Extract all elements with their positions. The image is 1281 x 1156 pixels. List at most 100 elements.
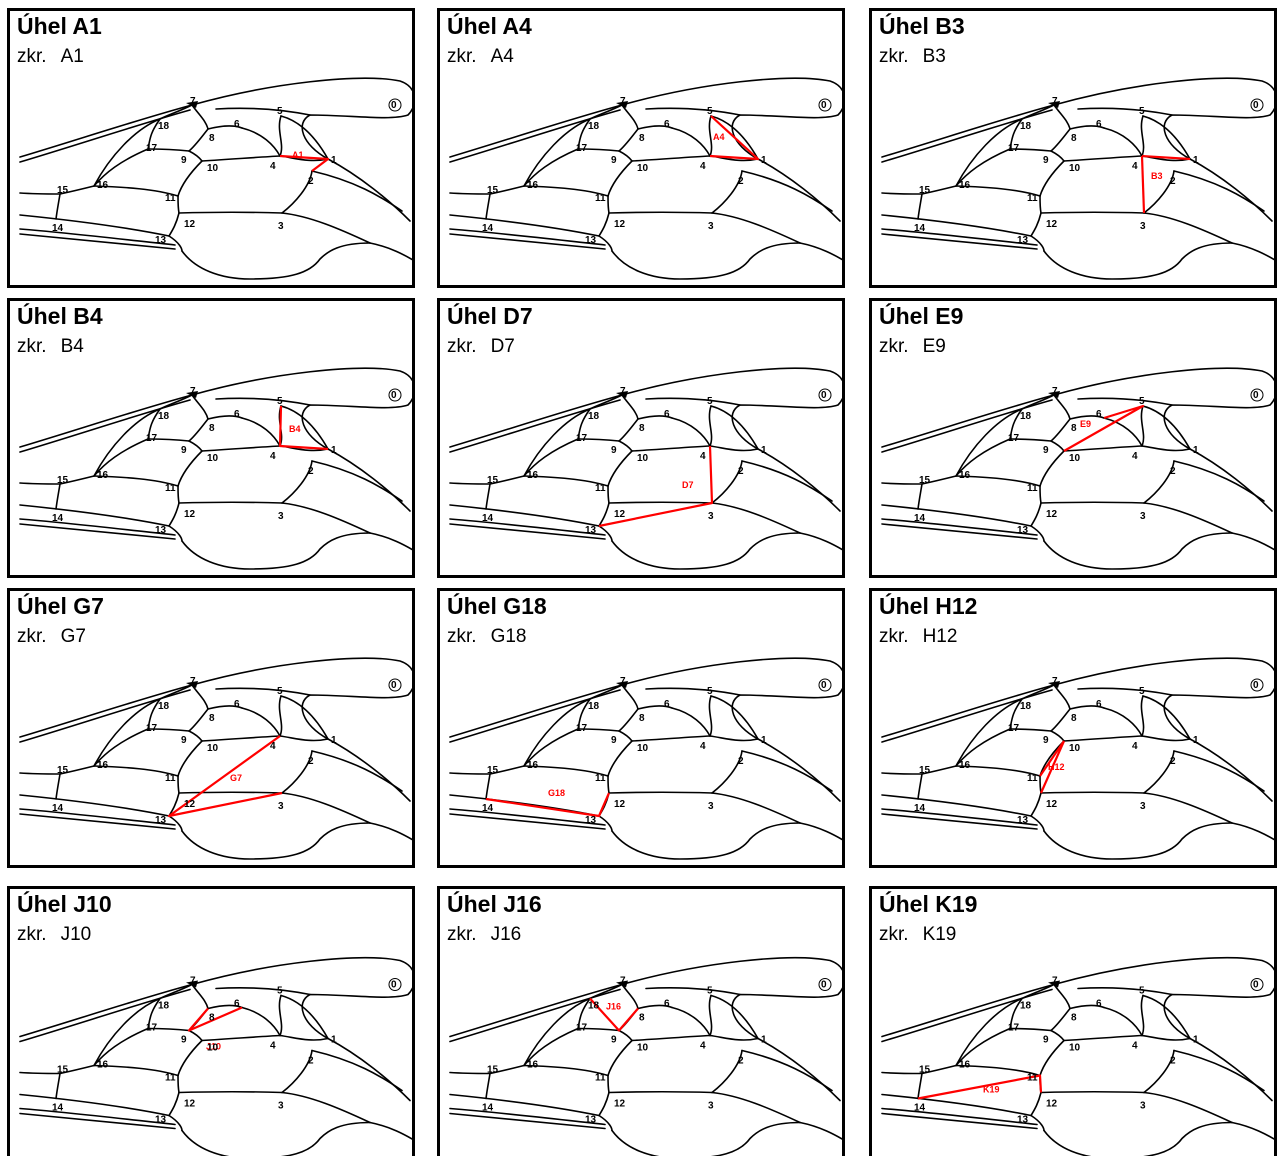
- wing-outline: [881, 77, 1274, 280]
- vertex-label-5: 5: [277, 106, 283, 117]
- angle-label: A1: [292, 150, 304, 160]
- angle-line-0: [1063, 404, 1145, 452]
- angle-label: J10: [206, 1042, 221, 1052]
- vertex-label-10: 10: [1069, 453, 1081, 464]
- angle-highlight: J16: [589, 997, 639, 1032]
- vertex-label-14: 14: [914, 513, 926, 524]
- vertex-label-3: 3: [708, 801, 714, 812]
- vertex-label-2: 2: [1170, 1056, 1176, 1067]
- vertex-label-17: 17: [146, 1023, 158, 1034]
- vertex-label-10: 10: [637, 1043, 649, 1054]
- vertex-label-4: 4: [1132, 741, 1138, 752]
- panel-abbreviation: zkr. K19: [879, 924, 956, 946]
- vertex-label-12: 12: [1046, 799, 1058, 810]
- vertex-label-7: 7: [190, 676, 196, 687]
- tip-circle-icon: [388, 388, 402, 402]
- abbr-prefix: zkr.: [879, 924, 909, 945]
- vertex-label-4: 4: [1132, 1041, 1138, 1052]
- wing-outline: [881, 957, 1274, 1156]
- vertex-label-0: 0: [1253, 680, 1259, 691]
- vertex-label-8: 8: [209, 1013, 215, 1024]
- vertex-label-17: 17: [576, 1023, 588, 1034]
- vertex-label-2: 2: [1170, 756, 1176, 767]
- panel-abbreviation: zkr.E9: [879, 336, 946, 358]
- abbr-value: H12: [922, 626, 958, 647]
- vertex-label-4: 4: [270, 161, 276, 172]
- vertex-label-16: 16: [97, 180, 109, 191]
- vertex-label-9: 9: [1043, 445, 1049, 456]
- vertex-label-11: 11: [1027, 483, 1038, 494]
- vertex-label-7: 7: [190, 976, 196, 987]
- vertex-label-8: 8: [1071, 713, 1077, 724]
- vertex-label-9: 9: [181, 155, 187, 166]
- abbr-value: K19: [922, 924, 957, 945]
- vertex-label-6: 6: [1096, 119, 1102, 130]
- vertex-label-2: 2: [738, 466, 744, 477]
- panel-title: Úhel D7: [447, 303, 533, 329]
- abbr-value: A4: [490, 46, 514, 67]
- vertex-label-4: 4: [270, 1041, 276, 1052]
- wing-outline: [449, 657, 842, 860]
- vertex-label-0: 0: [821, 390, 827, 401]
- tip-circle-icon: [1250, 388, 1264, 402]
- vertex-label-3: 3: [278, 1101, 284, 1112]
- vertex-label-17: 17: [1008, 1023, 1020, 1034]
- vertex-label-14: 14: [914, 1103, 926, 1114]
- vertex-label-10: 10: [1069, 1043, 1081, 1054]
- vertex-label-18: 18: [1020, 411, 1032, 422]
- abbr-prefix: zkr.: [879, 46, 909, 67]
- panel-title: Úhel E9: [879, 303, 964, 329]
- vertex-label-13: 13: [585, 525, 597, 536]
- vertex-label-5: 5: [277, 686, 283, 697]
- vertex-label-17: 17: [1008, 143, 1020, 154]
- tip-circle-icon: [1250, 678, 1264, 692]
- vertex-label-13: 13: [155, 1115, 167, 1126]
- vertex-label-16: 16: [527, 180, 539, 191]
- panel-abbreviation: zkr.B3: [879, 46, 946, 68]
- wing-outline: [881, 367, 1274, 570]
- vertex-label-17: 17: [1008, 433, 1020, 444]
- panel-title: Úhel J16: [447, 891, 542, 917]
- vertex-label-16: 16: [959, 1060, 971, 1071]
- angle-highlight: G18: [485, 788, 611, 818]
- vertex-label-0: 0: [391, 390, 397, 401]
- tip-circle-icon: [1250, 98, 1264, 112]
- vertex-label-0: 0: [391, 980, 397, 991]
- angle-line-0: [709, 115, 760, 161]
- wing-outline: [19, 367, 412, 570]
- vertex-label-13: 13: [585, 1115, 597, 1126]
- vertex-label-11: 11: [595, 773, 606, 784]
- vertex-label-4: 4: [1132, 451, 1138, 462]
- vertex-label-18: 18: [1020, 701, 1032, 712]
- vertex-label-17: 17: [1008, 723, 1020, 734]
- vertex-label-17: 17: [146, 723, 158, 734]
- vertex-label-0: 0: [1253, 100, 1259, 111]
- vertex-label-18: 18: [588, 1001, 600, 1012]
- vertex-label-15: 15: [919, 765, 931, 776]
- vertex-label-10: 10: [1069, 163, 1081, 174]
- vertex-label-16: 16: [959, 180, 971, 191]
- vertex-label-16: 16: [527, 760, 539, 771]
- vertex-label-0: 0: [821, 100, 827, 111]
- vertex-label-16: 16: [527, 470, 539, 481]
- vertex-label-9: 9: [181, 735, 187, 746]
- vertex-label-6: 6: [664, 119, 670, 130]
- vertex-label-14: 14: [52, 803, 64, 814]
- wing-outline: [19, 657, 412, 860]
- abbr-prefix: zkr.: [17, 626, 47, 647]
- vertex-label-7: 7: [1052, 96, 1058, 107]
- vertex-label-3: 3: [1140, 1101, 1146, 1112]
- vertex-label-15: 15: [487, 185, 499, 196]
- vertex-label-6: 6: [1096, 699, 1102, 710]
- vertex-label-9: 9: [1043, 155, 1049, 166]
- vertex-label-4: 4: [700, 1041, 706, 1052]
- abbr-prefix: zkr.: [879, 626, 909, 647]
- vertex-label-13: 13: [1017, 235, 1029, 246]
